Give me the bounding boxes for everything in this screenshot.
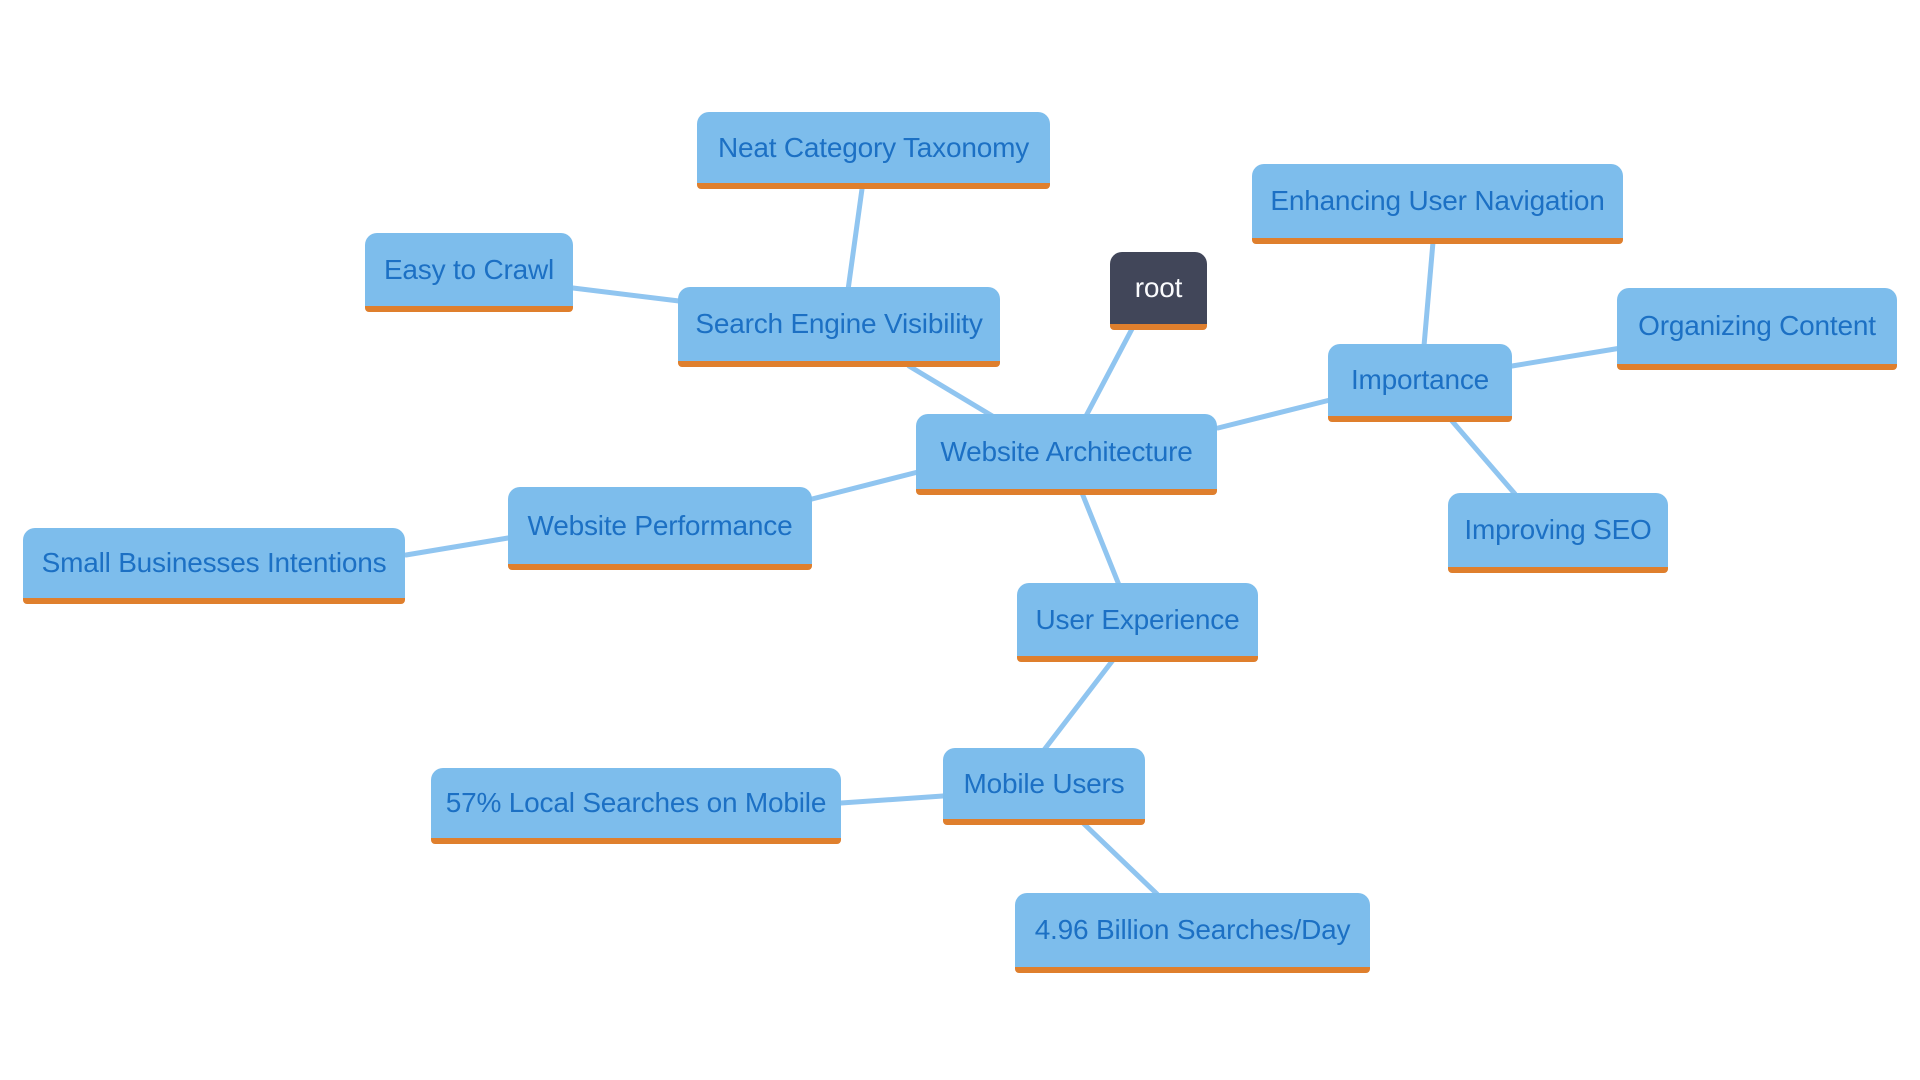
connector-search-engine-visibility-neat-category-taxonomy: [845, 186, 865, 293]
node-mobile-users-label: Mobile Users: [963, 767, 1125, 799]
node-improving-seo[interactable]: Improving SEO: [1448, 493, 1668, 573]
connector-user-experience-mobile-users: [1041, 657, 1116, 753]
node-website-architecture[interactable]: Website Architecture: [916, 414, 1217, 495]
node-user-experience[interactable]: User Experience: [1017, 583, 1258, 662]
connector-mobile-users-searches-per-day: [1079, 819, 1160, 897]
node-easy-to-crawl[interactable]: Easy to Crawl: [365, 233, 573, 312]
connector-website-architecture-search-engine-visibility: [906, 363, 1002, 423]
connector-website-architecture-website-performance: [809, 469, 921, 502]
node-neat-category-taxonomy-label: Neat Category Taxonomy: [717, 131, 1030, 163]
node-website-architecture-label: Website Architecture: [940, 435, 1193, 467]
node-enhancing-user-navigation[interactable]: Enhancing User Navigation: [1252, 164, 1623, 244]
node-importance[interactable]: Importance: [1328, 344, 1512, 422]
node-importance-label: Importance: [1350, 364, 1490, 395]
node-website-performance-label: Website Performance: [527, 509, 793, 541]
node-neat-category-taxonomy[interactable]: Neat Category Taxonomy: [697, 112, 1050, 189]
node-search-engine-visibility[interactable]: Search Engine Visibility: [678, 287, 1000, 367]
connector-root-website-architecture: [1083, 324, 1136, 419]
node-improving-seo-label: Improving SEO: [1464, 514, 1652, 545]
node-organizing-content[interactable]: Organizing Content: [1617, 288, 1897, 370]
node-website-performance[interactable]: Website Performance: [508, 487, 812, 570]
node-local-searches-on-mobile-label: 57% Local Searches on Mobile: [445, 787, 827, 818]
node-enhancing-user-navigation-label: Enhancing User Navigation: [1270, 185, 1605, 216]
connector-importance-organizing-content: [1509, 345, 1624, 369]
node-root[interactable]: root: [1110, 252, 1207, 330]
node-root-label: root: [1134, 272, 1183, 303]
node-small-businesses-intentions-label: Small Businesses Intentions: [41, 547, 387, 578]
node-local-searches-on-mobile[interactable]: 57% Local Searches on Mobile: [431, 768, 841, 844]
connector-mobile-users-local-searches-on-mobile: [838, 793, 946, 806]
connector-importance-enhancing-user-navigation: [1421, 239, 1436, 349]
node-searches-per-day-label: 4.96 Billion Searches/Day: [1034, 914, 1351, 945]
connector-website-architecture-user-experience: [1079, 490, 1122, 588]
node-small-businesses-intentions[interactable]: Small Businesses Intentions: [23, 528, 405, 604]
node-search-engine-visibility-label: Search Engine Visibility: [695, 308, 983, 339]
node-mobile-users[interactable]: Mobile Users: [943, 748, 1145, 825]
connector-search-engine-visibility-easy-to-crawl: [570, 285, 682, 304]
node-searches-per-day[interactable]: 4.96 Billion Searches/Day: [1015, 893, 1370, 973]
node-organizing-content-label: Organizing Content: [1638, 310, 1876, 341]
connector-importance-improving-seo: [1449, 418, 1518, 497]
connector-website-architecture-importance: [1215, 397, 1333, 431]
node-user-experience-label: User Experience: [1035, 603, 1240, 635]
node-easy-to-crawl-label: Easy to Crawl: [383, 253, 555, 285]
connector-website-performance-small-businesses-intentions: [403, 535, 511, 558]
